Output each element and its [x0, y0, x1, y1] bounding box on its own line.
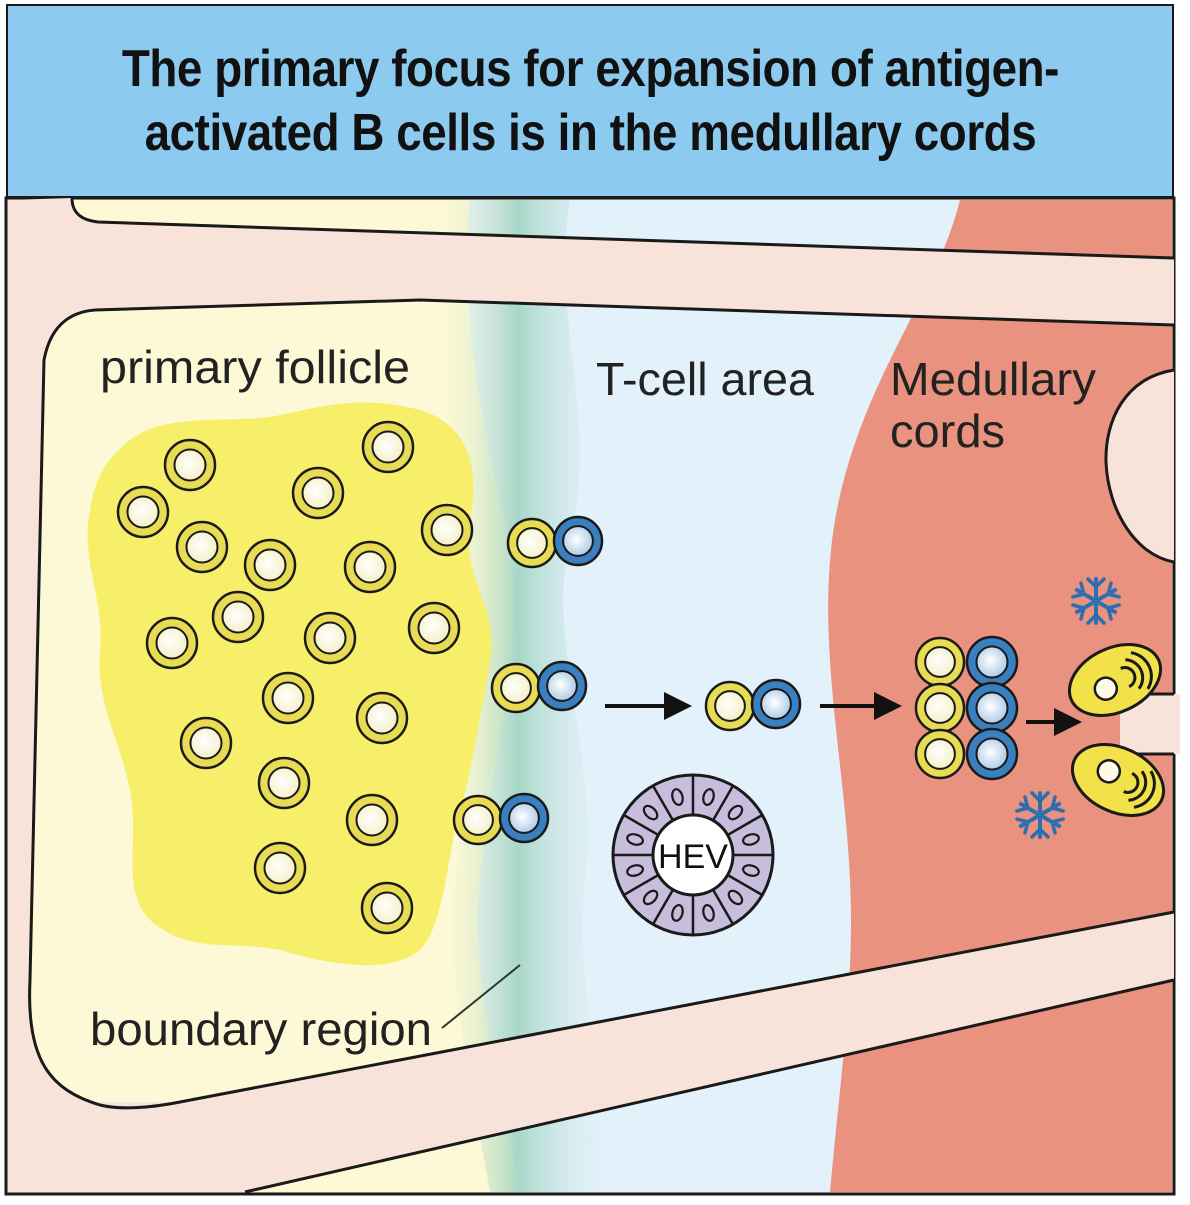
arrow-icon: [820, 692, 902, 720]
b-cell-icon: [291, 466, 345, 520]
label-boundary-region: boundary region: [90, 1003, 432, 1055]
label-medullary-line1: Medullary: [890, 353, 1096, 405]
b-cell-icon: [343, 540, 397, 594]
label-t-cell-area: T-cell area: [596, 353, 814, 405]
plasma-cell-icon: [1070, 743, 1166, 817]
antibodies: [1015, 577, 1121, 839]
b-cell-icon: [257, 756, 311, 810]
b-cell-icon: [253, 841, 307, 895]
b-cell-icon: [243, 538, 297, 592]
b-cell-icon: [452, 794, 504, 846]
b-cell-icon: [490, 662, 542, 714]
zone-backgrounds: [8, 200, 1172, 1192]
hev-vessel-icon: HEV: [611, 773, 775, 937]
b-cell-icon: [420, 503, 474, 557]
migration-arrows: [605, 692, 1082, 736]
b-cell-icon: [303, 611, 357, 665]
proliferating-cluster: [914, 635, 1019, 781]
bottom-sinus-channel: [8, 912, 1174, 1192]
t-cell-icon: [965, 635, 1019, 689]
medullary-sinus-notch: [1105, 370, 1174, 562]
antibody-icon: [1015, 791, 1065, 839]
title-banner: The primary focus for expansion of antig…: [6, 4, 1174, 198]
title-line-1: The primary focus for expansion of antig…: [121, 40, 1059, 98]
t-cell-icon: [536, 660, 588, 712]
hev-label: HEV: [658, 838, 728, 876]
t-cell-icon: [750, 678, 802, 730]
b-cell-icon: [361, 420, 415, 474]
b-cell-icon: [163, 438, 217, 492]
b-cell-icon: [355, 691, 409, 745]
plasma-cell-icon: [1067, 643, 1163, 717]
b-cell-icon: [914, 636, 966, 688]
top-sinus-channel: [8, 198, 1174, 1108]
b-cell-icon: [360, 881, 414, 935]
b-cell-icon: [175, 520, 229, 574]
b-cell-icon: [145, 616, 199, 670]
b-cell-icon: [261, 671, 315, 725]
b-cell-icon: [407, 601, 461, 655]
label-primary-follicle: primary follicle: [100, 341, 410, 393]
label-medullary-line2: cords: [890, 405, 1005, 457]
plasma-cells: [1067, 643, 1166, 817]
boundary-pointer-line: [441, 964, 521, 1029]
title-line-2: activated B cells is in the medullary co…: [144, 104, 1036, 162]
arrow-icon: [605, 692, 692, 720]
arrow-icon: [1026, 708, 1082, 736]
b-cell-icon: [345, 793, 399, 847]
b-cell-icon: [914, 682, 966, 734]
b-cell-icon: [506, 517, 558, 569]
b-cell-icon: [179, 716, 233, 770]
antibody-icon: [1071, 577, 1121, 625]
t-cell-icon: [965, 681, 1019, 735]
b-cell-icon: [914, 728, 966, 780]
t-cell-icon: [552, 515, 604, 567]
b-cell-icon: [704, 680, 756, 732]
b-t-conjugates: [452, 515, 802, 846]
follicle-b-cells: [116, 420, 474, 935]
t-cell-icon: [498, 792, 550, 844]
sinus-channels: [8, 198, 1180, 1192]
page-title: The primary focus for expansion of antig…: [121, 37, 1059, 165]
b-cell-icon: [116, 485, 170, 539]
t-cell-icon: [965, 727, 1019, 781]
b-cell-icon: [211, 590, 265, 644]
